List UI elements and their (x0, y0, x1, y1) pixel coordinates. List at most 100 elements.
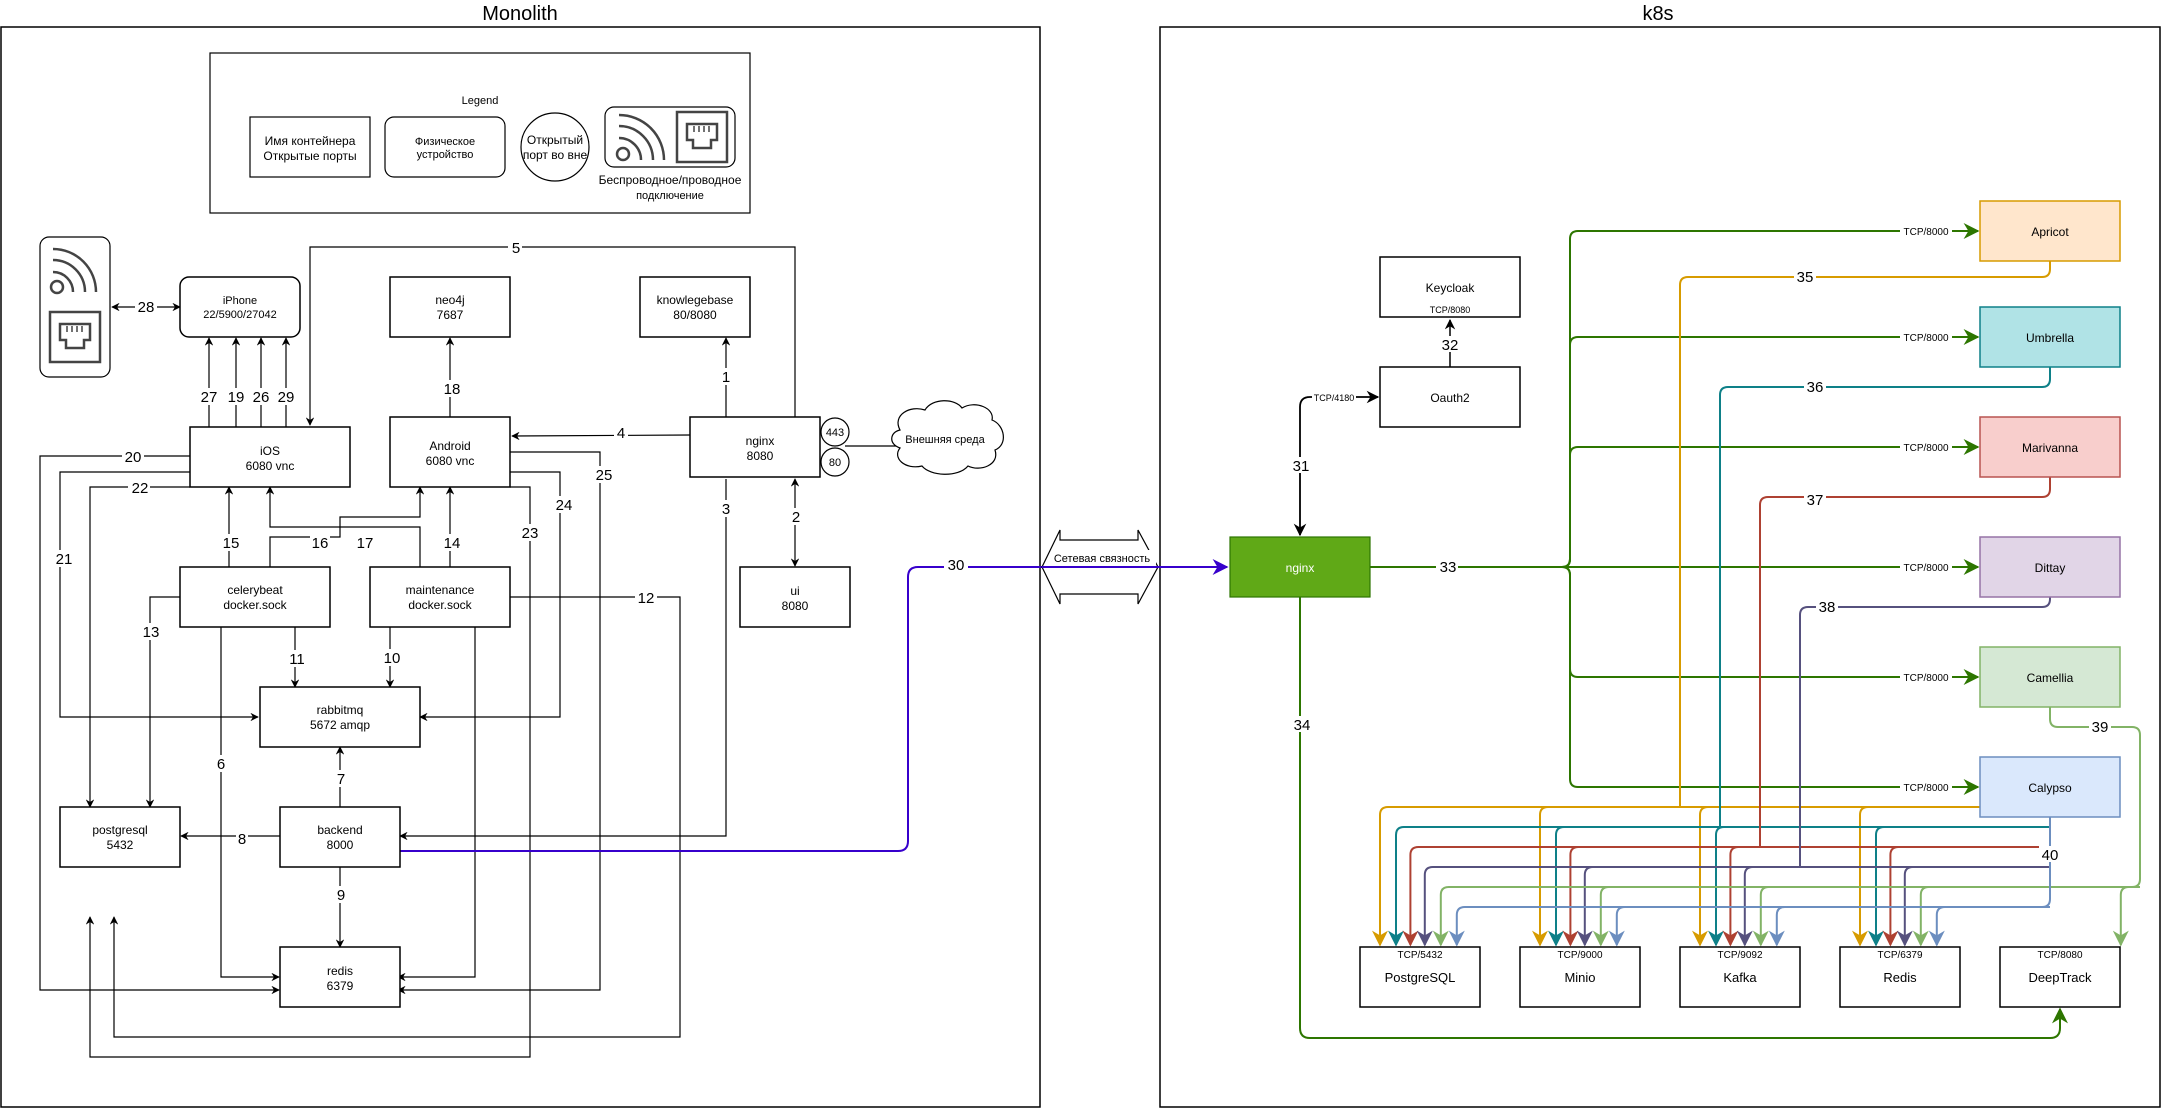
node-celerybeat[interactable]: celerybeat docker.sock (179, 566, 331, 628)
edge-36-to-redis[interactable] (1868, 826, 2050, 947)
edge-37-to-redis[interactable] (1882, 846, 2050, 947)
node-umbrella[interactable]: Umbrella (1979, 306, 2121, 368)
network-link-label: Сетевая связность (1054, 553, 1151, 565)
node-nginx-k8s[interactable]: nginx (1229, 536, 1371, 598)
node-iphone[interactable]: iPhone 22/5900/27042 (179, 276, 301, 338)
edge-36-to-minio[interactable] (1548, 826, 2050, 947)
svg-text:22: 22 (132, 480, 149, 497)
svg-text:iPhone: iPhone (223, 295, 257, 307)
k8s-edges (1299, 223, 2141, 1039)
edge-36-to-kafka[interactable] (1708, 826, 2050, 947)
edge-12[interactable] (109, 596, 681, 1038)
port-label-bg-marivanna (1900, 440, 1952, 452)
node-marivanna[interactable]: Marivanna (1979, 416, 2121, 478)
svg-text:1: 1 (722, 369, 730, 386)
node-dittay[interactable]: Dittay (1979, 536, 2121, 598)
port-443[interactable] (820, 417, 850, 447)
edge-39-stem[interactable] (2049, 707, 2141, 888)
port-label-apricot: TCP/8000 (1903, 227, 1948, 238)
edge-20[interactable] (39, 455, 280, 995)
edge-23[interactable] (85, 486, 531, 1058)
edge-5[interactable] (305, 246, 796, 437)
edge-35-to-postgresql[interactable] (1372, 806, 2050, 947)
node-android[interactable]: Android 6080 vnc (389, 416, 511, 488)
port-80[interactable] (820, 447, 850, 477)
edge-33-to-marivanna[interactable] (1370, 439, 1980, 568)
node-redis-monolith[interactable]: redis 6379 (279, 946, 401, 1008)
node-rabbitmq[interactable]: rabbitmq 5672 amqp (259, 686, 421, 748)
node-postgresql-monolith[interactable]: postgresql 5432 (59, 806, 181, 868)
edge-40-to-redis[interactable] (1928, 906, 2050, 947)
svg-text:28: 28 (138, 299, 155, 316)
svg-text:13: 13 (143, 624, 160, 641)
edge-33-to-camellia[interactable] (1370, 566, 1980, 685)
backend-port: TCP/8080 (2037, 950, 2082, 961)
edge-37-to-kafka[interactable] (1722, 846, 2050, 947)
edge-38-stem[interactable] (1799, 597, 2051, 867)
edge-25[interactable] (397, 451, 601, 995)
legend-connection-icon (604, 106, 736, 168)
node-maintenance[interactable]: maintenance docker.sock (369, 566, 511, 628)
edge-39-to-redis[interactable] (1912, 886, 2140, 947)
svg-text:postgresql: postgresql (92, 823, 147, 837)
edge-33-to-calypso[interactable] (1370, 566, 1980, 795)
edge-13[interactable] (145, 596, 180, 808)
edge-39-to-kafka[interactable] (1752, 886, 2140, 947)
node-camellia[interactable]: Camellia (1979, 646, 2121, 708)
edge-38-to-kafka[interactable] (1736, 866, 2050, 947)
port-label-bg-umbrella (1900, 330, 1952, 342)
svg-text:backend: backend (317, 823, 362, 837)
edge-17[interactable] (265, 486, 421, 567)
node-nginx-monolith[interactable]: nginx 8080 443 80 (689, 416, 850, 478)
edge-40-to-postgresql[interactable] (1448, 906, 2050, 947)
edge-22[interactable] (85, 486, 190, 808)
edge-37-to-minio[interactable] (1562, 846, 2050, 947)
edge-30[interactable] (400, 559, 1229, 852)
edge-3[interactable] (399, 479, 727, 841)
edge-37-to-postgresql[interactable] (1402, 846, 2050, 947)
edge-40-to-kafka[interactable] (1768, 906, 2050, 947)
node-ui[interactable]: ui 8080 (739, 566, 851, 628)
node-knowledgebase[interactable]: knowlegebase 80/8080 (639, 276, 751, 338)
edge-38-to-minio[interactable] (1576, 866, 2050, 947)
svg-text:nginx: nginx (746, 434, 775, 448)
edge-34[interactable] (1299, 597, 2068, 1039)
edge-35-to-redis[interactable] (1852, 806, 2050, 947)
edge-40-to-minio[interactable] (1608, 906, 2050, 947)
edge-label-37: 37 (1807, 492, 1824, 509)
ethernet-icon (675, 110, 729, 164)
edge-39-to-minio[interactable] (1592, 886, 2140, 947)
node-neo4j[interactable]: neo4j 7687 (389, 276, 511, 338)
edge-4[interactable] (511, 431, 691, 441)
node-backend[interactable]: backend 8000 (279, 806, 401, 868)
edge-35-to-minio[interactable] (1532, 806, 2050, 947)
edge-35-to-kafka[interactable] (1692, 806, 2050, 947)
edge-38-to-redis[interactable] (1896, 866, 2050, 947)
svg-text:17: 17 (357, 535, 374, 552)
edge-39-to-deeptrack[interactable] (2112, 886, 2140, 947)
node-apricot[interactable]: Apricot (1979, 200, 2121, 262)
node-calypso[interactable]: Calypso (1979, 756, 2121, 818)
edge-38-to-postgresql[interactable] (1416, 866, 2050, 947)
edge-36-stem[interactable] (1719, 367, 2051, 827)
edge-35-stem[interactable] (1679, 261, 2051, 807)
edge-39-to-postgresql[interactable] (1432, 886, 2140, 947)
node-keycloak[interactable]: Keycloak TCP/8080 (1379, 256, 1521, 318)
edge-21[interactable] (59, 471, 259, 722)
legend-device-label2: устройство (417, 149, 474, 161)
edge-6[interactable] (220, 627, 280, 982)
node-oauth2[interactable]: Oauth2 (1379, 366, 1521, 428)
edge-31[interactable] (1293, 390, 1380, 537)
edge-maint-redis[interactable] (397, 627, 476, 982)
edge-24[interactable] (419, 471, 561, 722)
edge-37-stem[interactable] (1759, 477, 2051, 847)
port-label-bg-calypso (1900, 780, 1952, 792)
node-ios[interactable]: iOS 6080 vnc (189, 426, 351, 488)
edge-36-to-postgresql[interactable] (1388, 826, 2050, 947)
